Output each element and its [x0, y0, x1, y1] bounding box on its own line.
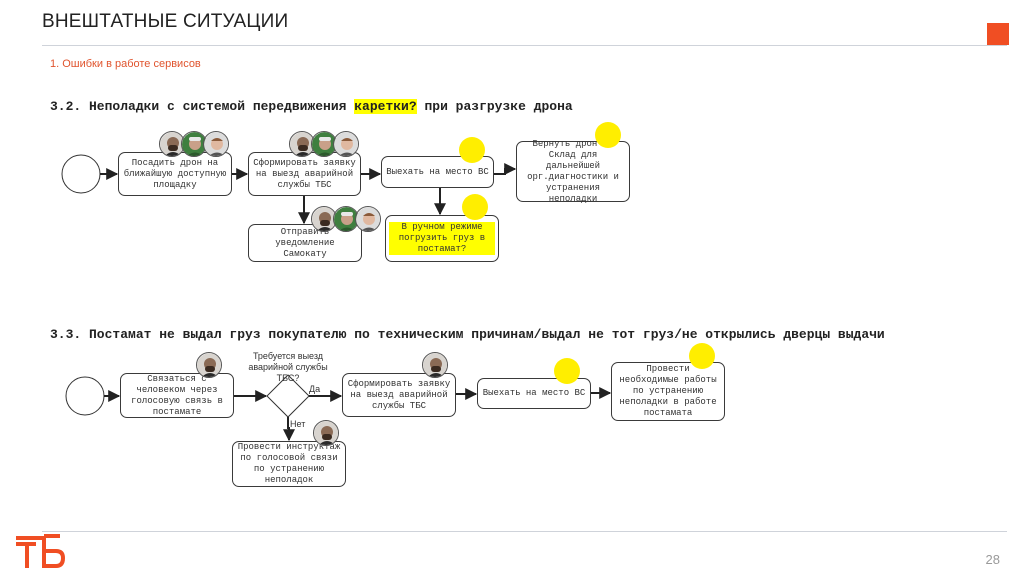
task-contact-label: Связаться с человеком через голосовую св…	[124, 374, 230, 418]
avatar	[333, 131, 359, 157]
task-create-request-2[interactable]: Сформировать заявку на выезд аварийной с…	[342, 373, 456, 417]
task-go-to-site-label: Выехать на место ВС	[386, 167, 489, 178]
decision-no-label: Нет	[290, 419, 310, 430]
start-event-2	[66, 377, 104, 415]
avatar	[203, 131, 229, 157]
avatar	[355, 206, 381, 232]
footer-divider	[42, 531, 1007, 532]
task-repair[interactable]: Провести необходимые работы по устранени…	[611, 362, 725, 421]
task-manual-load-label: В ручном режиме погрузить груз в постама…	[389, 222, 495, 255]
start-event-1	[62, 155, 100, 193]
avatar	[196, 352, 222, 378]
task-go-to-site-2-label: Выехать на место ВС	[483, 388, 586, 399]
yellow-marker	[462, 194, 488, 220]
connector-2d	[288, 417, 289, 440]
task-create-request-label: Сформировать заявку на выезд аварийной с…	[252, 158, 357, 191]
task-repair-label: Провести необходимые работы по устранени…	[615, 364, 721, 419]
task-instruct-label: Провести инструктаж по голосовой связи п…	[236, 442, 342, 486]
task-manual-load[interactable]: В ручном режиме погрузить груз в постама…	[385, 215, 499, 262]
yellow-marker	[595, 122, 621, 148]
task-go-to-site-2[interactable]: Выехать на место ВС	[477, 378, 591, 409]
task-create-request[interactable]: Сформировать заявку на выезд аварийной с…	[248, 152, 361, 196]
connector-1d	[494, 169, 515, 174]
task-return-drone[interactable]: Вернуть дрон на Склад для дальнейшей орг…	[516, 141, 630, 202]
avatar	[313, 420, 339, 446]
decision-yes-label: Да	[309, 384, 323, 395]
company-logo	[14, 532, 66, 575]
task-instruct[interactable]: Провести инструктаж по голосовой связи п…	[232, 441, 346, 487]
decision-label: Требуется выезд аварийной службы ТБС?	[238, 351, 338, 384]
page-number: 28	[986, 552, 1000, 567]
task-create-request-2-label: Сформировать заявку на выезд аварийной с…	[346, 379, 452, 412]
avatar	[422, 352, 448, 378]
yellow-marker	[554, 358, 580, 384]
section-2-title: 3.3. Постамат не выдал груз покупателю п…	[50, 326, 910, 344]
yellow-marker	[689, 343, 715, 369]
task-land-drone-label: Посадить дрон на ближайшую доступную пло…	[122, 158, 228, 191]
task-return-drone-label: Вернуть дрон на Склад для дальнейшей орг…	[520, 139, 626, 205]
task-contact[interactable]: Связаться с человеком через голосовую св…	[120, 373, 234, 418]
yellow-marker	[459, 137, 485, 163]
task-land-drone[interactable]: Посадить дрон на ближайшую доступную пло…	[118, 152, 232, 196]
